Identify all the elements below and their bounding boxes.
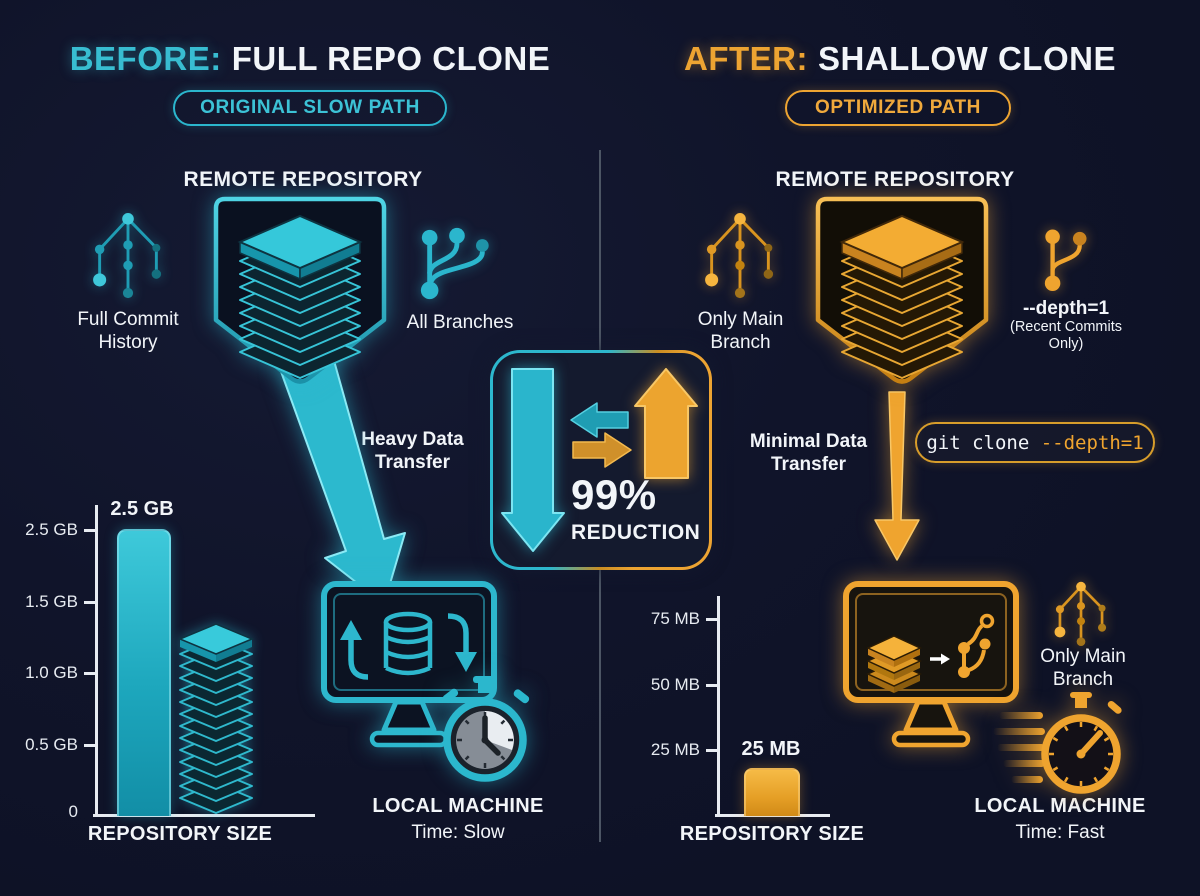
before-title: BEFORE:FULL REPO CLONE — [60, 40, 560, 78]
command-prefix: git clone — [926, 431, 1041, 454]
before-badge: ORIGINAL SLOW PATH — [173, 90, 447, 126]
local-only-main-branch-label: Only Main Branch — [1040, 646, 1126, 691]
slow-stopwatch-icon — [442, 676, 530, 782]
after-ytick-50: 50 MB — [650, 675, 700, 694]
minimal-transfer-label: Minimal Data Transfer — [749, 431, 868, 476]
transfer-comparison-arrows — [501, 368, 698, 552]
before-local-machine-label: LOCAL MACHINE — [372, 795, 544, 817]
reduction-caption: REDUCTION — [571, 521, 701, 544]
reduction-panel: 99% REDUCTION — [490, 350, 712, 570]
tick-mark — [706, 684, 717, 687]
after-time-label: Time: Fast — [1015, 822, 1105, 843]
tick-mark — [84, 529, 95, 532]
before-chart-x-axis — [93, 814, 315, 817]
fast-stopwatch-icon — [993, 692, 1122, 794]
before-title-accent: BEFORE: — [69, 40, 222, 77]
speed-lines — [993, 712, 1045, 783]
mini-layer-stack-icon — [866, 635, 922, 693]
minimal-transfer-arrow — [874, 391, 920, 561]
all-branches-label: All Branches — [406, 312, 514, 333]
all-branches-icon — [420, 227, 489, 300]
after-title-main: SHALLOW CLONE — [818, 40, 1116, 77]
local-machine-monitor-icon — [321, 581, 497, 748]
after-ytick-25: 25 MB — [650, 740, 700, 759]
mini-branch-icon — [958, 613, 995, 678]
before-ytick-1_5: 1.5 GB — [25, 592, 78, 611]
before-chart-title: REPOSITORY SIZE — [87, 823, 273, 845]
command-flag: --depth=1 — [1040, 431, 1144, 454]
heavy-transfer-label: Heavy Data Transfer — [361, 429, 464, 474]
before-ytick-1_0: 1.0 GB — [25, 663, 78, 682]
before-ytick-0: 0 — [68, 802, 78, 821]
commit-tree-icon — [705, 213, 774, 299]
before-ytick-2_5: 2.5 GB — [25, 520, 78, 539]
before-ytick-0_5: 0.5 GB — [25, 735, 78, 754]
tick-mark — [84, 672, 95, 675]
depth-flag-label: --depth=1 — [1022, 298, 1110, 319]
local-machine-monitor-icon — [843, 581, 1019, 748]
before-size-bar — [117, 529, 171, 816]
remote-repo-shield-icon — [815, 196, 989, 384]
depth-branch-icon — [1044, 229, 1087, 291]
small-right-arrow-icon — [572, 432, 632, 468]
only-main-branch-label: Only Main Branch — [697, 309, 784, 354]
full-commit-history-label: Full Commit History — [77, 309, 179, 354]
after-local-machine-label: LOCAL MACHINE — [974, 795, 1146, 817]
depth-note-label: (Recent Commits Only) — [1010, 319, 1122, 353]
after-title-accent: AFTER: — [684, 40, 808, 77]
commit-tree-icon — [93, 213, 162, 299]
reduction-percent: 99% — [571, 471, 657, 518]
commit-stack-bar-icon — [178, 623, 254, 814]
git-clone-command-chip: git clone --depth=1 — [915, 422, 1155, 463]
after-remote-repository-title: REMOTE REPOSITORY — [775, 168, 1015, 191]
after-bar-value: 25 MB — [741, 738, 801, 760]
sync-down-arrow-icon — [447, 613, 477, 672]
big-down-arrow-icon — [501, 368, 565, 552]
after-title: AFTER: SHALLOW CLONE — [650, 40, 1150, 78]
before-bar-value: 2.5 GB — [110, 498, 174, 520]
before-title-main: FULL REPO CLONE — [231, 40, 551, 77]
small-left-arrow-icon — [570, 402, 629, 438]
after-ytick-75: 75 MB — [650, 609, 700, 628]
database-icon — [383, 611, 433, 676]
before-remote-repository-title: REMOTE REPOSITORY — [183, 168, 423, 191]
remote-repo-shield-icon — [213, 196, 387, 384]
tick-mark — [706, 749, 717, 752]
after-chart-y-axis — [717, 596, 720, 817]
sync-up-arrow-icon — [340, 620, 369, 680]
tick-mark — [84, 744, 95, 747]
before-time-label: Time: Slow — [411, 822, 505, 843]
tick-mark — [84, 601, 95, 604]
tick-mark — [706, 618, 717, 621]
maps-to-arrow-icon — [930, 653, 950, 665]
big-up-arrow-icon — [634, 368, 698, 479]
after-badge: OPTIMIZED PATH — [785, 90, 1011, 126]
after-size-bar — [744, 768, 800, 816]
before-chart-y-axis — [95, 505, 98, 817]
after-chart-title: REPOSITORY SIZE — [679, 823, 865, 845]
commit-tree-icon — [1054, 581, 1107, 646]
